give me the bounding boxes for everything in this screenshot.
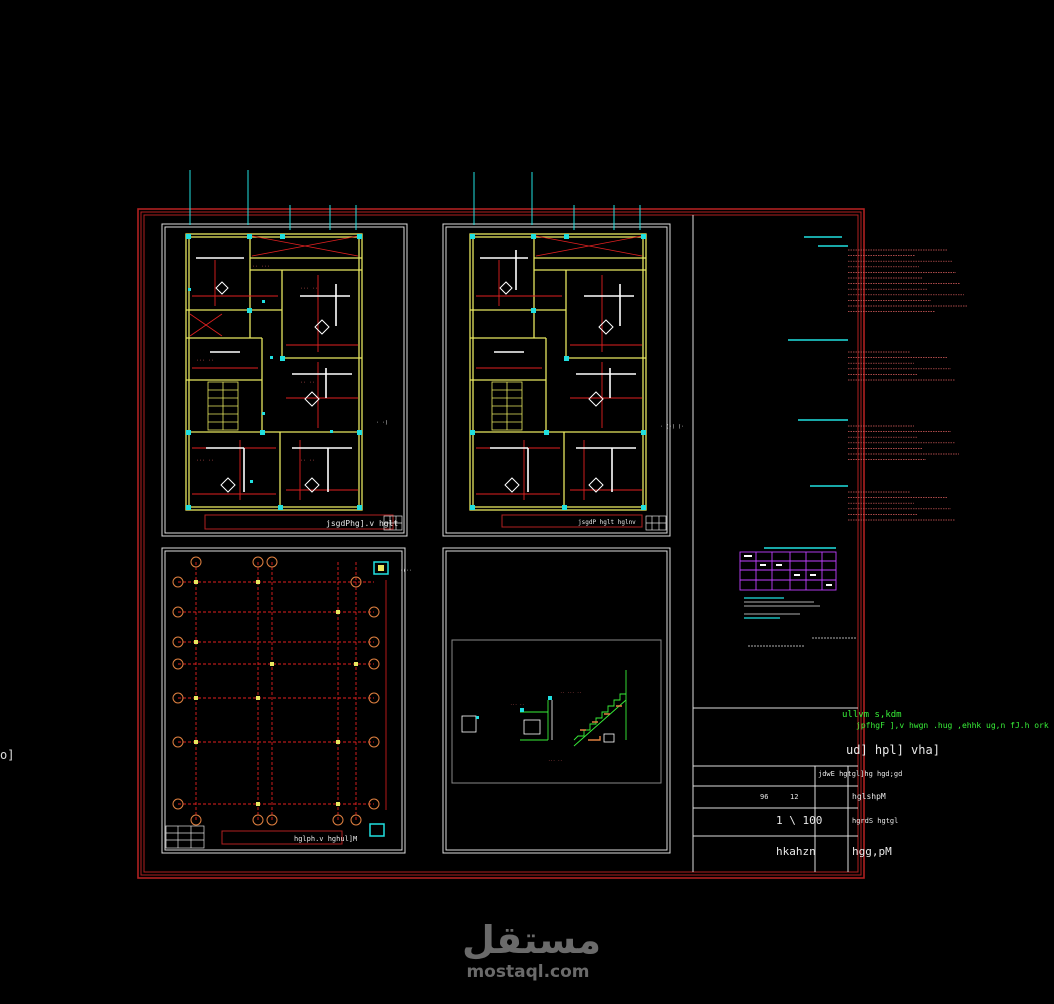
svg-text:· ·): · ·): [376, 420, 388, 426]
foundation-plan: hglph.v hghul]M: [165, 556, 389, 849]
watermark-arabic: مستقل: [462, 918, 601, 962]
drawing-scale: 1 \ 100: [776, 814, 823, 827]
general-notes: [788, 236, 968, 521]
svg-text:··· ··: ··· ··: [196, 358, 214, 364]
svg-text:· (·) (·: · (·) (·: [660, 424, 684, 430]
title-block-header-1: ullvm s,kdm: [842, 710, 902, 720]
left-edge-mark: o]: [0, 748, 15, 762]
title-block-row-4-left: hkahzn: [776, 845, 816, 858]
floor-plan-1: jsgdPhg].v hglt ·· ··· ··· ·· ··· ·· ·· ··…: [185, 170, 403, 531]
plan-1-label: jsgdPhg].v hglt: [326, 519, 398, 528]
floor-plan-2: jsgdP hglt hglnv: [469, 172, 667, 531]
svg-text:·· ···: ·· ···: [252, 264, 270, 270]
svg-text:··· ··: ··· ··: [548, 758, 562, 763]
panel-frames: [161, 223, 671, 854]
title-block-header-2: jpfhgF ],v hwgn .hug ,ehhk ug,n fJ.h ork: [856, 721, 1049, 730]
svg-text:·· ··: ·· ··: [300, 458, 315, 464]
project-title: ud] hpl] vha]: [846, 743, 940, 757]
title-block-row-3-label: hgrdS hgtgl: [852, 817, 899, 825]
svg-text:·(··: ·(··: [400, 568, 412, 574]
title-block-row-1-label: jdwE hgtgl]hg hgd;gd: [818, 770, 903, 778]
schedule-table: [739, 547, 856, 647]
svg-text:··· ··: ··· ··: [196, 458, 214, 464]
title-block-row-2-left: 96: [760, 793, 769, 801]
sheet-border: [137, 208, 865, 879]
title-block-row-2-label: hglshpM: [852, 792, 886, 801]
svg-text:··· ··: ··· ··: [300, 286, 318, 292]
plan-3-label: hglph.v hghul]M: [294, 835, 357, 843]
svg-text:·· ··· ··: ·· ··· ··: [560, 690, 582, 695]
title-block-grid: [693, 707, 858, 872]
stair-section: ·· ··· ·· ··· ·· ··· ··: [461, 670, 627, 763]
svg-text:··· ··: ··· ··: [510, 702, 524, 707]
watermark-latin: mostaql.com: [466, 962, 590, 982]
svg-text:·· ··: ·· ··: [300, 380, 315, 386]
plan-2-label: jsgdP hglt hglnv: [578, 519, 636, 526]
title-block-row-4-label: hgg,pM: [852, 845, 892, 858]
title-block-row-2-mid: 12: [790, 793, 799, 801]
